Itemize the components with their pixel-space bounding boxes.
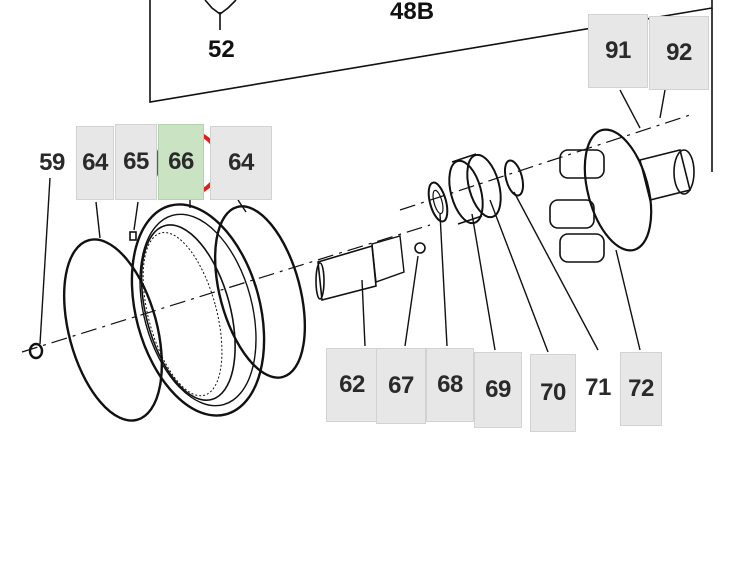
callout-67[interactable]: 67 <box>376 348 426 424</box>
clip-70 <box>503 159 525 197</box>
ring-68 <box>427 181 449 223</box>
shaft-62 <box>315 235 405 302</box>
ball-67 <box>414 242 426 254</box>
callout-70[interactable]: 70 <box>530 354 576 432</box>
callout-91[interactable]: 91 <box>588 14 648 88</box>
callout-68[interactable]: 68 <box>426 348 474 422</box>
callout-59[interactable]: 59 <box>39 149 65 176</box>
gear-69 <box>448 153 502 225</box>
label-52: 52 <box>208 36 235 63</box>
washer-59 <box>28 342 44 360</box>
frame-border <box>149 0 713 103</box>
callout-69[interactable]: 69 <box>474 352 522 428</box>
callout-64-left[interactable]: 64 <box>76 126 114 200</box>
callout-71[interactable]: 71 <box>585 374 611 401</box>
callout-66[interactable]: 66 <box>158 124 204 200</box>
o-ring-64-left <box>62 238 164 422</box>
center-axis <box>21 224 431 353</box>
callout-72[interactable]: 72 <box>620 352 662 426</box>
label-48b: 48B <box>390 0 435 25</box>
callout-92[interactable]: 92 <box>649 16 709 90</box>
ring-gear-66 <box>130 203 266 417</box>
callout-65[interactable]: 65 <box>115 124 157 200</box>
pin-65 <box>129 231 137 241</box>
callout-64-right[interactable]: 64 <box>210 126 272 200</box>
callout-62[interactable]: 62 <box>326 348 378 422</box>
planet-carrier-72 <box>549 128 695 263</box>
o-ring-64-right <box>213 205 307 379</box>
leader-lines <box>39 89 666 353</box>
part-52-sketch <box>204 0 237 15</box>
